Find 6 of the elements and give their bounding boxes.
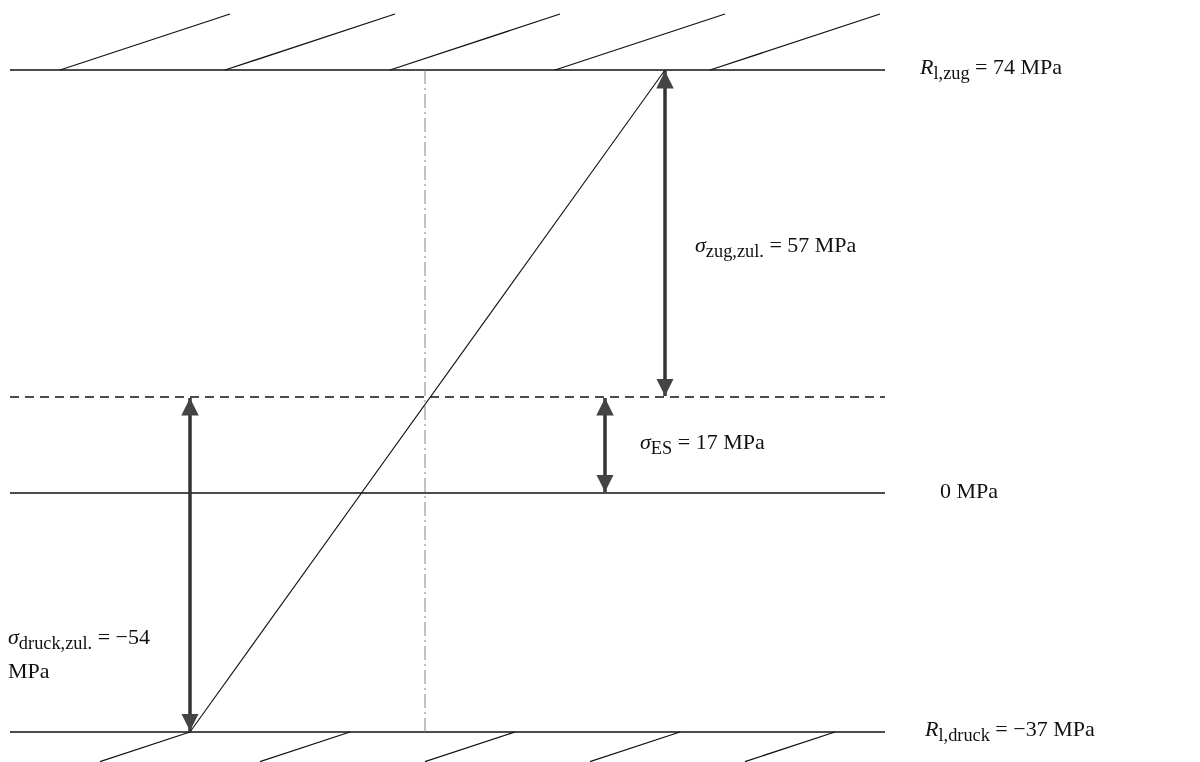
stress-annotation: σ$_{druck,zul.}$ = −54 MPa [8, 623, 151, 686]
stress-value-label: R$_{l,zug}$ = 74 MPa [920, 53, 1063, 86]
stress-value-label: σ$_{zug,zul.}$ = 57 MPa [695, 231, 857, 264]
stress-value-label: R$_{l,druck}$ = −37 MPa [925, 715, 1095, 748]
stress-value-label: 0 MPa [940, 477, 999, 505]
stress-value-label: σ$_{ES}$ = 17 MPa [640, 428, 765, 461]
